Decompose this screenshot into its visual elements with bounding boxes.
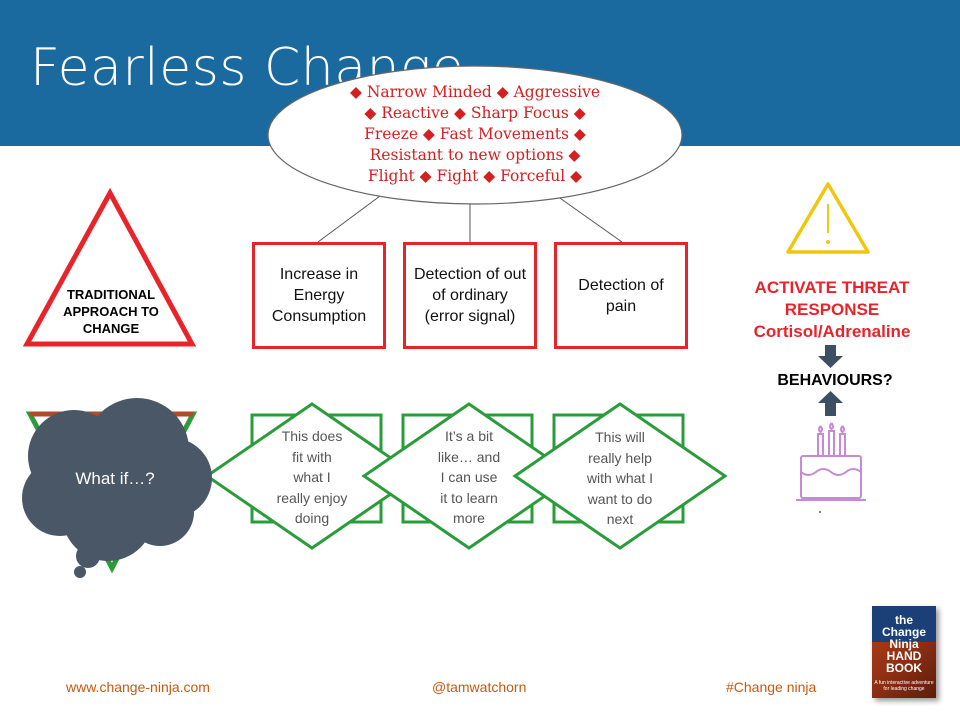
- traditional-triangle: [22, 187, 197, 347]
- diamond-line: really help: [588, 449, 652, 466]
- arrow-down-icon: [818, 345, 843, 368]
- behaviour-line: Resistant to new options ◆: [369, 146, 581, 164]
- what-if-label: What if…?: [75, 469, 155, 488]
- diamond-line: with what I: [586, 470, 654, 486]
- behaviour-line: ◆ Narrow Minded ◆ Aggressive: [349, 83, 600, 101]
- book-title: the Change Ninja HAND BOOK: [881, 613, 926, 675]
- footer-hashtag: #Change ninja: [726, 679, 817, 695]
- diamond-line: It’s a bit: [445, 428, 493, 444]
- threat-line-3: Cortisol/Adrenaline: [753, 322, 911, 341]
- cake-icon: [796, 422, 866, 501]
- diamond-shape: [512, 402, 728, 550]
- diamond-line: next: [606, 511, 634, 527]
- diamond-line: really enjoy: [276, 489, 348, 506]
- warning-icon: [786, 182, 870, 254]
- diamond-line: like… and: [437, 448, 501, 465]
- book-cover-image: the Change Ninja HAND BOOK A fun interac…: [872, 606, 936, 698]
- threat-line-2: RESPONSE: [784, 300, 880, 319]
- diamond-line: what I: [293, 469, 331, 485]
- threat-line-1: ACTIVATE THREAT: [754, 278, 910, 297]
- diamond-line: want to do: [587, 490, 653, 507]
- diamond-text-enjoy: This does fit with what I really enjoy d…: [262, 426, 362, 529]
- behaviours-label: BEHAVIOURS?: [777, 372, 893, 389]
- arrow-up-icon: [818, 391, 843, 416]
- diamond-line: more: [453, 510, 485, 526]
- behaviour-list: ◆ Narrow Minded ◆ Aggressive ◆ Reactive …: [290, 82, 660, 187]
- connector-line: [317, 195, 381, 243]
- diamond-line: it to learn: [440, 489, 498, 506]
- diamond-line: doing: [294, 510, 330, 526]
- diamond-line: This does: [281, 428, 343, 444]
- connector-line: [556, 195, 623, 243]
- behaviour-line: Flight ◆ Fight ◆ Forceful ◆: [367, 167, 583, 185]
- threat-response-text: ACTIVATE THREAT RESPONSE Cortisol/Adrena…: [732, 277, 932, 343]
- energy-box-label: Increase in Energy Consumption: [271, 266, 367, 325]
- behaviour-line: Freeze ◆ Fast Movements ◆: [364, 125, 586, 143]
- diamond-line: I can use: [440, 469, 498, 485]
- diamond-text-learn: It’s a bit like… and I can use it to lea…: [419, 426, 519, 529]
- footer-website-link[interactable]: www.change-ninja.com: [66, 679, 210, 695]
- diamond-line: fit with: [292, 448, 332, 465]
- diamond-text-next: This will really help with what I want t…: [570, 427, 670, 530]
- book-cover-band: [872, 606, 936, 642]
- error-signal-box-label: Detection of out of ordinary (error sign…: [413, 266, 527, 325]
- pain-box: Detection of pain: [554, 242, 688, 349]
- diamond-line: This will: [595, 429, 645, 445]
- thought-cloud: [22, 398, 212, 578]
- traditional-approach-label: TRADITIONAL APPROACH TO CHANGE: [63, 287, 159, 336]
- book-subtitle: A fun interactive adventure for leading …: [874, 680, 934, 692]
- diamond-shape: [361, 402, 577, 550]
- energy-box: Increase in Energy Consumption: [252, 242, 386, 349]
- footer-twitter-handle[interactable]: @tamwatchorn: [432, 679, 527, 695]
- pain-box-label: Detection of pain: [578, 276, 664, 315]
- diamond-shape: [204, 402, 420, 550]
- error-signal-box: Detection of out of ordinary (error sign…: [403, 242, 537, 349]
- behaviour-line: ◆ Reactive ◆ Sharp Focus ◆: [364, 104, 586, 122]
- behaviour-ellipse: [267, 65, 683, 205]
